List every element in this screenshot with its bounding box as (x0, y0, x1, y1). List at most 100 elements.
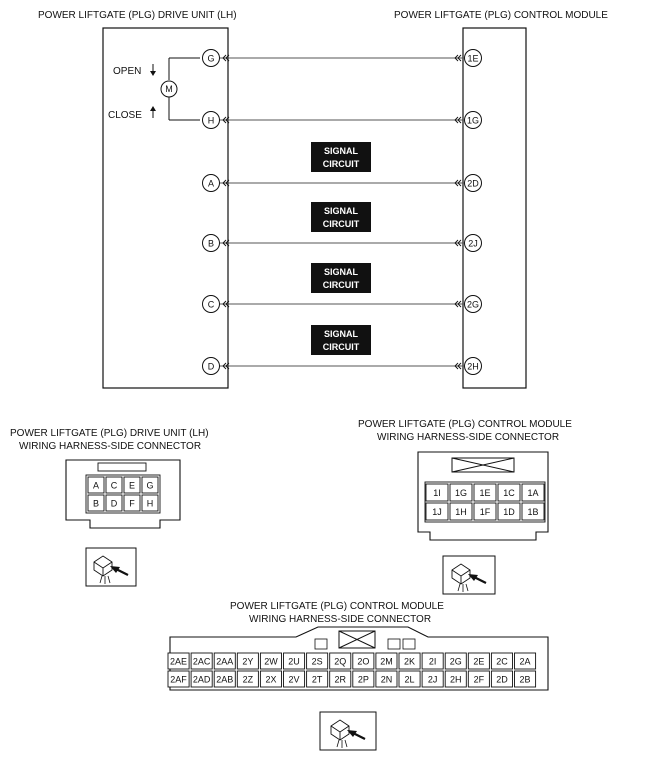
module-large-connector-cell-label: 2X (265, 674, 276, 684)
motor-symbol: M (160, 57, 200, 121)
drive-connector-cell (87, 494, 105, 512)
module-small-connector-cell-label: 1J (432, 507, 442, 517)
pin-label-left: A (208, 179, 214, 189)
signal-label-line1: SIGNAL (324, 329, 359, 339)
pin-circle-right (464, 357, 482, 375)
module-large-connector-cell (259, 670, 282, 688)
module-large-connector-cell (167, 652, 190, 670)
pin-label-left: C (208, 300, 215, 310)
module-large-connector-cell-label: 2R (334, 674, 346, 684)
connector-chevron-icon (454, 116, 462, 124)
signal-circuit-badge (311, 263, 371, 293)
drive-connector-cell-label: B (93, 498, 99, 508)
module-large-connector-cell-label: 2G (450, 656, 462, 666)
signal-circuit-badge (311, 142, 371, 172)
drive-connector-cell (123, 494, 141, 512)
pin-label-right: 2G (467, 300, 479, 310)
module-large-connector-cell (190, 652, 213, 670)
module-large-connector-cell (398, 670, 421, 688)
module-large-connector-cell (490, 652, 513, 670)
wire-H-1G: H 1G (202, 111, 482, 129)
module-large-connector-cell-label: 2AA (216, 656, 233, 666)
module-large-connector-cell (352, 670, 375, 688)
pin-label-right: 1G (467, 116, 479, 126)
drive-connector-cell-label: F (129, 498, 135, 508)
connector-chevron-icon (222, 300, 230, 308)
module-large-connector-cell (306, 652, 329, 670)
module-large-connector-cell-label: 2Z (243, 674, 254, 684)
drive-connector-cell (105, 494, 123, 512)
module-small-connector-cell-label: 1G (455, 488, 467, 498)
drive-connector-title-2: WIRING HARNESS-SIDE CONNECTOR (19, 441, 201, 452)
module-small-connector-cell-label: 1I (433, 488, 441, 498)
pin-circle-right (464, 111, 482, 129)
module-large-connector-cell-label: 2T (312, 674, 323, 684)
pin-label-left: G (207, 54, 214, 64)
signal-label-line1: SIGNAL (324, 267, 359, 277)
connector-chevron-icon (454, 362, 462, 370)
open-label: OPEN (113, 66, 141, 77)
signal-label-line1: SIGNAL (324, 206, 359, 216)
wire-C-2G: C 2G SIGNAL CIRCUIT (202, 263, 482, 313)
open-arrow-icon (150, 64, 156, 76)
module-large-connector-cell-label: 2C (496, 656, 508, 666)
pin-circle-left (202, 357, 220, 375)
wire-G-1E: G 1E (202, 49, 482, 67)
pin-label-right: 1E (467, 54, 478, 64)
module-large-connector-cell-label: 2AC (193, 656, 211, 666)
module-large-connector-cell-label: 2U (288, 656, 300, 666)
connector-chevron-icon (222, 54, 230, 62)
pin-circle-right (464, 174, 482, 192)
module-large-connector-cell (514, 670, 537, 688)
module-large-connector-cell (190, 670, 213, 688)
drive-connector-cell-label: E (129, 480, 135, 490)
module-large-connector-cell (283, 652, 306, 670)
module-large-connector-cell-label: 2F (474, 674, 485, 684)
module-large-connector-cell (306, 670, 329, 688)
module-large-connector-cell-label: 2S (312, 656, 323, 666)
module-large-connector-cell (514, 652, 537, 670)
module-large-connector-cell (421, 670, 444, 688)
drive-connector-cell-label: G (146, 480, 153, 490)
signal-label-line1: SIGNAL (324, 146, 359, 156)
module-large-connector-cell-label: 2B (520, 674, 531, 684)
module-large-connector-cell (167, 670, 190, 688)
connector-chevron-icon (454, 300, 462, 308)
module-large-connector-cell-label: 2N (381, 674, 393, 684)
pin-label-right: 2D (467, 179, 479, 189)
connector-chevron-icon (222, 116, 230, 124)
pin-circle-left (202, 174, 220, 192)
connector-chevron-icon (222, 179, 230, 187)
module-small-connector-cell (521, 483, 545, 502)
module-large-connector-cell-label: 2P (358, 674, 369, 684)
module-large-connector-cell (213, 670, 236, 688)
close-arrow-icon (150, 106, 156, 118)
pin-label-left: B (208, 239, 214, 249)
module-large-connector-cell-label: 2I (429, 656, 437, 666)
module-large-connector-cell-label: 2A (520, 656, 531, 666)
drive-connector-cell (105, 476, 123, 494)
module-large-connector-cell (467, 652, 490, 670)
module-small-connector-cell-label: 1C (503, 488, 515, 498)
module-large-connector-cell-label: 2V (289, 674, 300, 684)
connector-chevron-icon (454, 179, 462, 187)
module-large-connector-cell (490, 670, 513, 688)
module-large-connector-cell (283, 670, 306, 688)
drive-unit-title: POWER LIFTGATE (PLG) DRIVE UNIT (LH) (38, 10, 237, 21)
connector-chevron-icon (222, 362, 230, 370)
signal-label-line2: CIRCUIT (323, 280, 360, 290)
module-large-connector-cell-label: 2AF (170, 674, 187, 684)
close-label: CLOSE (108, 110, 142, 121)
connector-chevron-icon (222, 239, 230, 247)
module-large-connector-cell-label: 2AE (170, 656, 187, 666)
module-small-connector-cell-label: 1B (527, 507, 538, 517)
pin-label-left: H (208, 116, 215, 126)
module-small-connector-cell (425, 483, 449, 502)
